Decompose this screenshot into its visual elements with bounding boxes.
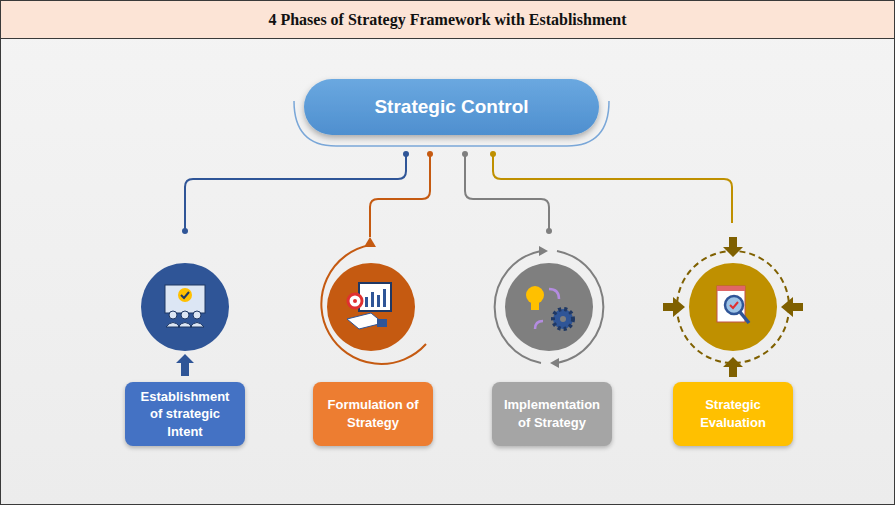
control-pill: Strategic Control	[304, 79, 599, 135]
node-text: Strategic Control	[374, 94, 528, 120]
phase-box: Implementation of Strategy	[492, 382, 612, 446]
diagram-title: 4 Phases of Strategy Framework with Esta…	[1, 1, 894, 38]
phase-box: Establishment of strategic Intent	[125, 382, 245, 447]
node-text: Strategic Evaluation	[681, 396, 785, 431]
phase-box: Formulation of Strategy	[313, 382, 433, 446]
phase-box: Strategic Evaluation	[673, 382, 793, 446]
node-text: Formulation of Strategy	[321, 396, 425, 431]
node-text: Implementation of Strategy	[500, 396, 604, 431]
node-text: Establishment of strategic Intent	[133, 388, 237, 441]
